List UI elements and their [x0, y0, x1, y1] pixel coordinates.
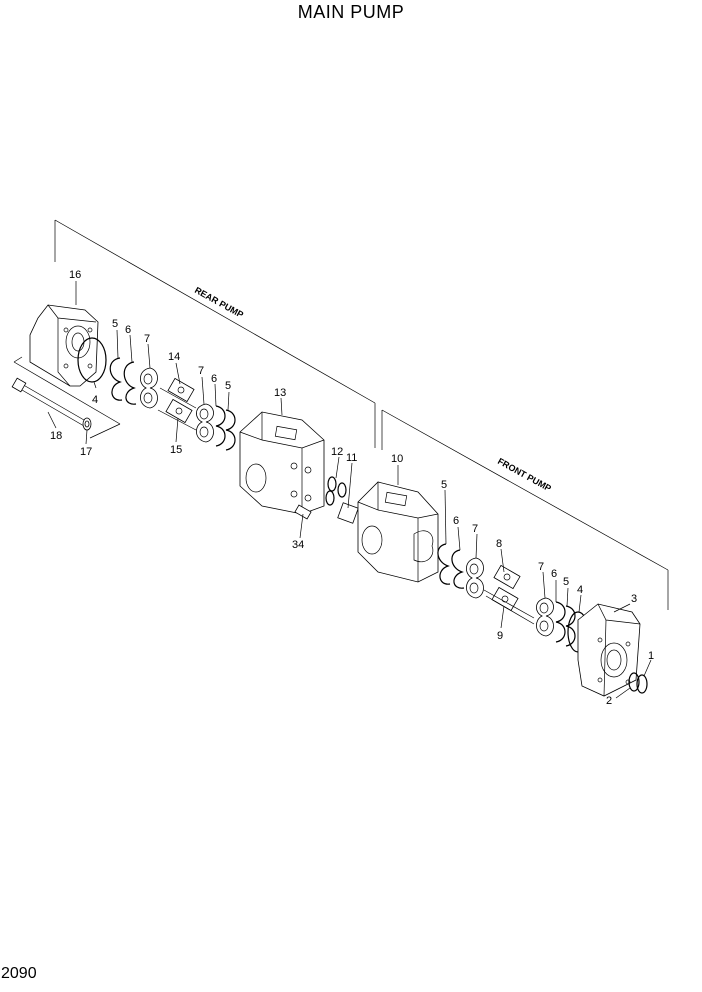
part-label-4: 4: [577, 584, 583, 596]
rear-gear-set: [157, 377, 197, 431]
front-seal-set-1: [437, 543, 484, 599]
part-label-2: 2: [606, 695, 612, 707]
rear-body-part: [239, 411, 325, 515]
part-label-6: 6: [211, 373, 217, 385]
rear-seal-set-1: [109, 357, 158, 409]
part-label-5: 5: [112, 318, 118, 330]
small-o-rings: [325, 476, 347, 506]
rear-seal-set-2: [196, 403, 236, 451]
part-label-3: 3: [631, 593, 637, 605]
part-label-17: 17: [80, 446, 92, 458]
part-label-9: 9: [497, 630, 503, 642]
part-label-1: 1: [648, 650, 654, 662]
part-label-14: 14: [168, 351, 180, 363]
front-pump-label: FRONT PUMP: [496, 456, 553, 494]
tie-bolt-part: [11, 356, 121, 439]
part-label-7: 7: [472, 523, 478, 535]
part-label-7: 7: [144, 333, 150, 345]
o-ring-rear-part: [77, 337, 107, 383]
part-label-6: 6: [551, 568, 557, 580]
front-gear-set: [483, 564, 535, 625]
front-snap-rings: [628, 672, 648, 694]
part-label-18: 18: [50, 430, 62, 442]
part-label-5: 5: [225, 380, 231, 392]
pin-part: [294, 504, 312, 520]
part-label-8: 8: [496, 538, 502, 550]
part-label-16: 16: [69, 269, 81, 281]
part-label-10: 10: [391, 453, 403, 465]
coupling-part: [337, 502, 359, 524]
part-label-11: 11: [346, 452, 357, 464]
rear-cover-part: [29, 304, 99, 387]
page-title: MAIN PUMP: [297, 2, 405, 22]
leader-lines: [47, 281, 652, 699]
part-label-15: 15: [170, 444, 182, 456]
part-label-5: 5: [563, 576, 569, 588]
front-body-part: [357, 481, 439, 583]
part-label-6: 6: [125, 324, 131, 336]
part-label-7: 7: [198, 365, 204, 377]
rear-pump-bracket: [54, 219, 376, 448]
part-label-7: 7: [538, 561, 544, 573]
front-cover-part: [577, 603, 641, 697]
part-label-6: 6: [453, 515, 459, 527]
part-label-13: 13: [274, 387, 286, 399]
part-label-4: 4: [92, 394, 98, 406]
page-number: 2090: [1, 965, 37, 982]
part-label-34: 34: [292, 539, 304, 551]
part-label-12: 12: [331, 446, 343, 458]
front-pump-bracket: [381, 409, 669, 610]
part-label-5: 5: [441, 479, 447, 491]
rear-pump-label: REAR PUMP: [193, 285, 245, 320]
